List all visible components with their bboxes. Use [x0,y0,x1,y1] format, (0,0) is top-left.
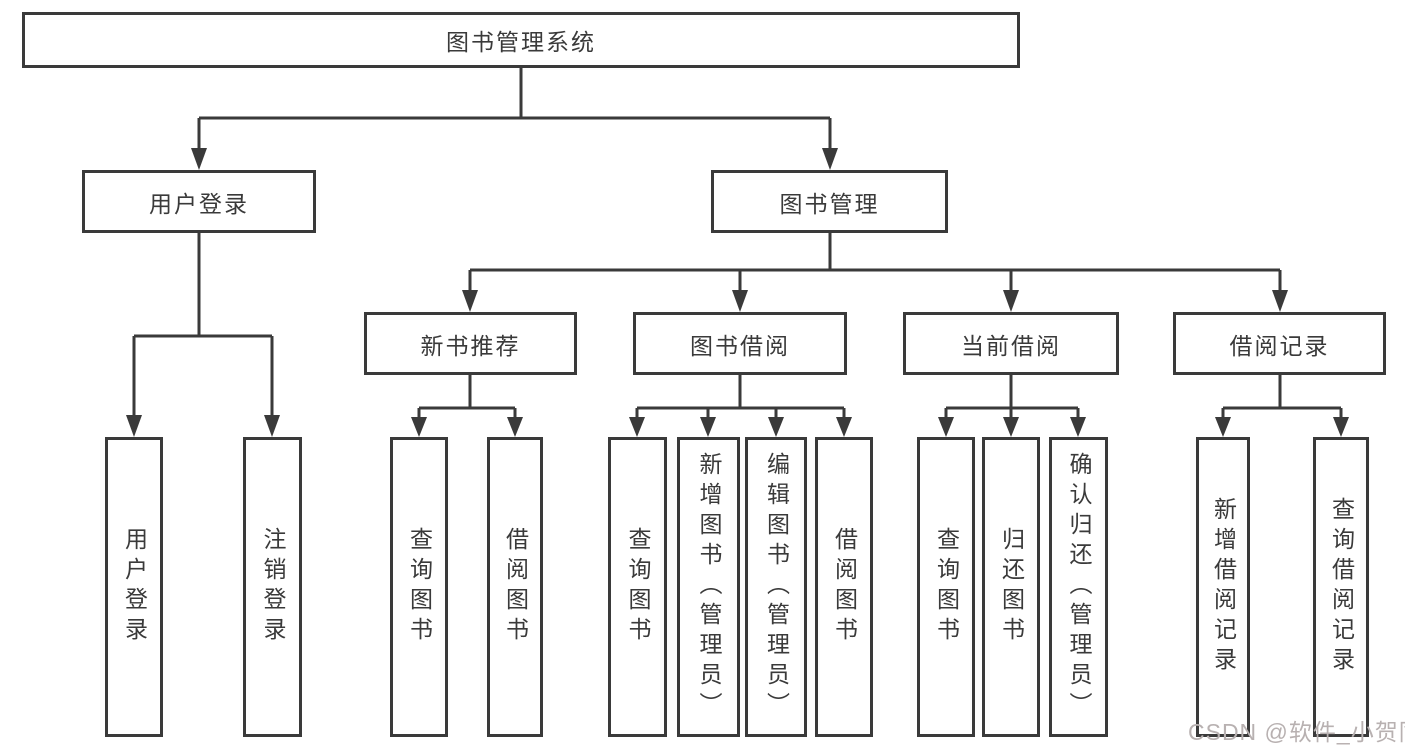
leaf-borrow-books-rec: 借阅图书 [487,437,543,737]
leaf-add-books-admin: 新增图书（管理员） [677,437,740,737]
node-book-borrow: 图书借阅 [633,312,847,375]
leaf-query-books-current: 查询图书 [917,437,975,737]
leaf-query-books-borrow-label: 查询图书 [625,527,651,647]
leaf-query-books-borrow: 查询图书 [608,437,667,737]
leaf-user-login-label: 用户登录 [121,527,148,647]
leaf-borrow-books-rec-label: 借阅图书 [502,527,529,647]
node-borrow-records: 借阅记录 [1173,312,1386,375]
node-book-management: 图书管理 [711,170,948,233]
leaf-add-borrow-record: 新增借阅记录 [1196,437,1250,737]
leaf-query-books-current-label: 查询图书 [933,527,960,647]
node-user-login: 用户登录 [82,170,316,233]
leaf-logout-label: 注销登录 [260,527,286,647]
node-new-book-recommend: 新书推荐 [364,312,577,375]
leaf-edit-books-admin-label: 编辑图书（管理员） [763,452,790,722]
leaf-add-borrow-record-label: 新增借阅记录 [1210,497,1237,677]
leaf-add-books-admin-label: 新增图书（管理员） [696,452,722,722]
leaf-return-books-label: 归还图书 [998,527,1025,647]
leaf-user-login: 用户登录 [105,437,163,737]
node-current-borrow: 当前借阅 [903,312,1119,375]
leaf-borrow-books: 借阅图书 [815,437,873,737]
leaf-borrow-books-label: 借阅图书 [831,527,858,647]
leaf-query-borrow-record-label: 查询借阅记录 [1328,497,1355,677]
leaf-query-books-rec-label: 查询图书 [406,527,433,647]
leaf-edit-books-admin: 编辑图书（管理员） [745,437,807,737]
leaf-confirm-return-admin-label: 确认归还（管理员） [1066,452,1092,722]
leaf-return-books: 归还图书 [982,437,1040,737]
csdn-watermark: CSDN @软件_小贺同学 [1188,719,1405,745]
leaf-confirm-return-admin: 确认归还（管理员） [1049,437,1108,737]
leaf-query-books-rec: 查询图书 [390,437,448,737]
node-root-system: 图书管理系统 [22,12,1020,68]
leaf-query-borrow-record: 查询借阅记录 [1313,437,1369,737]
leaf-logout: 注销登录 [243,437,302,737]
